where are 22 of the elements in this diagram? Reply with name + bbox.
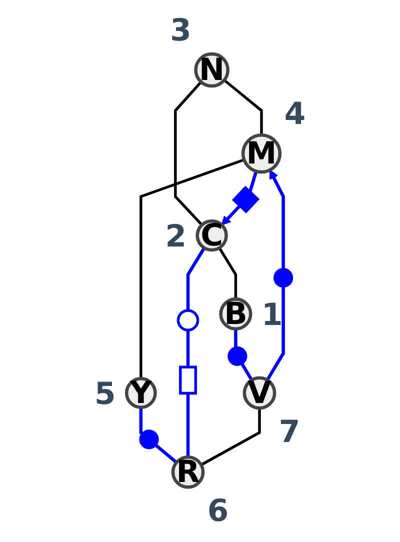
node-circle: Y bbox=[124, 377, 157, 409]
node-circle: R bbox=[171, 455, 205, 489]
node-number: 1 bbox=[262, 298, 283, 333]
node-number: 3 bbox=[170, 14, 192, 49]
node-circle: N bbox=[194, 52, 230, 88]
connector bbox=[223, 79, 263, 136]
node-circle: V bbox=[242, 376, 276, 410]
node-circle: C bbox=[196, 219, 228, 252]
arrow bbox=[266, 170, 285, 381]
connector bbox=[218, 247, 238, 300]
connector bbox=[234, 328, 254, 381]
node-number: 5 bbox=[94, 376, 116, 412]
connector bbox=[200, 408, 261, 466]
connector bbox=[174, 81, 203, 226]
node-circle: M bbox=[241, 133, 282, 174]
connector bbox=[140, 158, 245, 379]
node-number: 7 bbox=[278, 415, 300, 450]
node-number: 4 bbox=[284, 97, 306, 132]
node-circle: B bbox=[219, 297, 252, 330]
connector bbox=[139, 407, 178, 464]
node-number: 6 bbox=[207, 494, 229, 530]
node-number: 2 bbox=[165, 219, 186, 254]
